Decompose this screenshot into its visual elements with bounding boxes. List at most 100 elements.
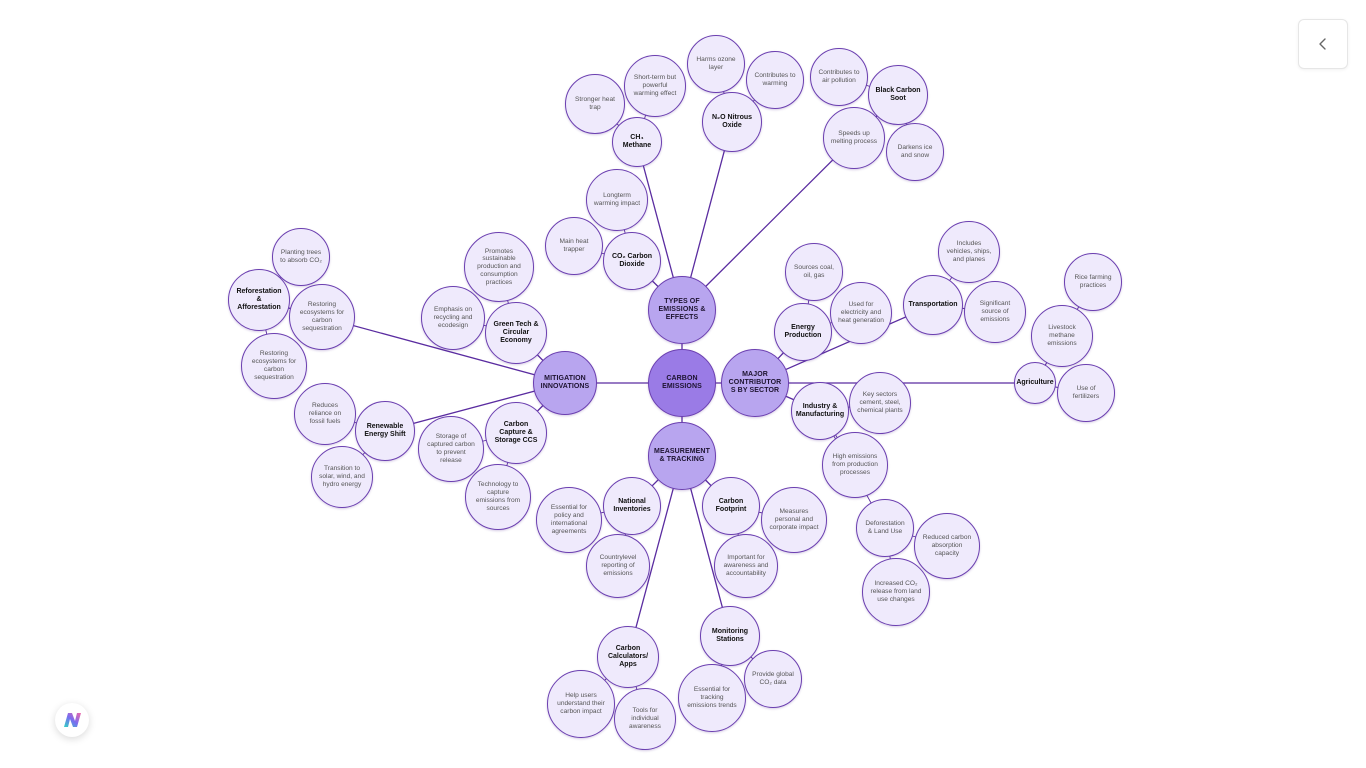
topic-node[interactable]: Transportation [903,275,963,335]
leaf-node[interactable]: Tools for individual awareness [614,688,676,750]
topic-node[interactable]: CO₂ Carbon Dioxide [603,232,661,290]
leaf-node[interactable]: Includes vehicles, ships, and planes [938,221,1000,283]
node-label: Transportation [908,300,958,308]
node-label: Contributes to warming [754,72,796,87]
leaf-node[interactable]: Countrylevel reporting of emissions [586,534,650,598]
leaf-node[interactable]: Harms ozone layer [687,35,745,93]
node-label: Reforestation & Afforestation [236,287,282,312]
leaf-node[interactable]: Longterm warming impact [586,169,648,231]
leaf-node[interactable]: Reduced carbon absorption capacity [914,513,980,579]
topic-node[interactable]: Energy Production [774,303,832,361]
leaf-node[interactable]: Key sectors cement, steel, chemical plan… [849,372,911,434]
node-label: High emissions from production processes [832,453,878,476]
leaf-node[interactable]: Stronger heat trap [565,74,625,134]
node-label: Used for electricity and heat generation [838,301,884,324]
leaf-node[interactable]: Contributes to warming [746,51,804,109]
node-label: Important for awareness and accountabili… [723,554,769,577]
leaf-node[interactable]: Help users understand their carbon impac… [547,670,615,738]
node-label: Significant source of emissions [979,300,1011,323]
node-label: Green Tech & Circular Economy [493,320,539,345]
node-label: National Inventories [613,497,651,513]
app-logo-button[interactable] [55,703,89,737]
leaf-node[interactable]: Essential for tracking emissions trends [678,664,746,732]
leaf-node[interactable]: Significant source of emissions [964,281,1026,343]
node-label: CARBON EMISSIONS [662,374,702,390]
node-label: Contributes to air pollution [818,69,860,84]
node-label: Storage of captured carbon to prevent re… [427,433,475,464]
leaf-node[interactable]: Deforestation & Land Use [856,499,914,557]
node-label: Reduces reliance on fossil fuels [308,402,342,425]
node-label: Harms ozone layer [696,56,736,71]
node-label: CH₄ Methane [622,133,652,149]
topic-node[interactable]: Carbon Capture & Storage CCS [485,402,547,464]
leaf-node[interactable]: Important for awareness and accountabili… [714,534,778,598]
node-label: Countrylevel reporting of emissions [599,554,637,577]
node-label: Use of fertilizers [1072,385,1100,400]
node-label: CO₂ Carbon Dioxide [611,252,653,268]
leaf-node[interactable]: Essential for policy and international a… [536,487,602,553]
app-logo-icon [64,713,81,727]
leaf-node[interactable]: Livestock methane emissions [1031,305,1093,367]
leaf-node[interactable]: Measures personal and corporate impact [761,487,827,553]
node-label: Carbon Calculators/ Apps [607,644,649,669]
node-label: Industry & Manufacturing [795,402,845,418]
node-label: Monitoring Stations [711,627,749,643]
leaf-node[interactable]: Used for electricity and heat generation [830,282,892,344]
topic-node[interactable]: Reforestation & Afforestation [228,269,290,331]
leaf-node[interactable]: Contributes to air pollution [810,48,868,106]
leaf-node[interactable]: Use of fertilizers [1057,364,1115,422]
leaf-node[interactable]: Restoring ecosystems for carbon sequestr… [289,284,355,350]
topic-node[interactable]: N₂O Nitrous Oxide [702,92,762,152]
topic-node[interactable]: Green Tech & Circular Economy [485,302,547,364]
leaf-node[interactable]: Technology to capture emissions from sou… [465,464,531,530]
node-label: Energy Production [784,323,822,339]
node-label: Deforestation & Land Use [865,520,905,535]
node-label: Provide global CO₂ data [752,671,794,686]
leaf-node[interactable]: Sources coal, oil, gas [785,243,843,301]
node-label: MITIGATION INNOVATIONS [540,374,590,390]
leaf-node[interactable]: Promotes sustainable production and cons… [464,232,534,302]
branch-node[interactable]: MEASUREMENT & TRACKING [648,422,716,490]
root-node[interactable]: CARBON EMISSIONS [648,349,716,417]
node-label: Essential for policy and international a… [550,504,588,535]
node-label: Reduced carbon absorption capacity [922,534,972,557]
topic-node[interactable]: Carbon Calculators/ Apps [597,626,659,688]
topic-node[interactable]: Monitoring Stations [700,606,760,666]
topic-node[interactable]: National Inventories [603,477,661,535]
node-label: MAJOR CONTRIBUTOR S BY SECTOR [728,370,782,395]
topic-node[interactable]: CH₄ Methane [612,117,662,167]
leaf-node[interactable]: Provide global CO₂ data [744,650,802,708]
topic-node[interactable]: Industry & Manufacturing [791,382,849,440]
leaf-node[interactable]: Main heat trapper [545,217,603,275]
collapse-panel-button[interactable] [1298,19,1348,69]
leaf-node[interactable]: Planting trees to absorb CO₂ [272,228,330,286]
leaf-node[interactable]: High emissions from production processes [822,432,888,498]
leaf-node[interactable]: Short-term but powerful warming effect [624,55,686,117]
leaf-node[interactable]: Increased CO₂ release from land use chan… [862,558,930,626]
node-label: Help users understand their carbon impac… [557,692,605,715]
node-label: Speeds up melting process [830,130,878,145]
topic-node[interactable]: Black Carbon Soot [868,65,928,125]
leaf-node[interactable]: Emphasis on recycling and ecodesign [421,286,485,350]
node-label: Increased CO₂ release from land use chan… [870,580,922,603]
node-label: Carbon Footprint [715,497,747,513]
leaf-node[interactable]: Reduces reliance on fossil fuels [294,383,356,445]
node-label: Rice farming practices [1074,274,1112,289]
node-label: Livestock methane emissions [1047,324,1077,347]
topic-node[interactable]: Agriculture [1014,362,1056,404]
leaf-node[interactable]: Restoring ecosystems for carbon sequestr… [241,333,307,399]
leaf-node[interactable]: Darkens ice and snow [886,123,944,181]
leaf-node[interactable]: Transition to solar, wind, and hydro ene… [311,446,373,508]
topic-node[interactable]: Carbon Footprint [702,477,760,535]
leaf-node[interactable]: Storage of captured carbon to prevent re… [418,416,484,482]
node-label: TYPES OF EMISSIONS & EFFECTS [658,297,706,322]
leaf-node[interactable]: Rice farming practices [1064,253,1122,311]
branch-node[interactable]: MAJOR CONTRIBUTOR S BY SECTOR [721,349,789,417]
branch-node[interactable]: MITIGATION INNOVATIONS [533,351,597,415]
branch-node[interactable]: TYPES OF EMISSIONS & EFFECTS [648,276,716,344]
node-label: Black Carbon Soot [875,86,921,102]
node-label: Includes vehicles, ships, and planes [946,240,992,263]
topic-node[interactable]: Renewable Energy Shift [355,401,415,461]
leaf-node[interactable]: Speeds up melting process [823,107,885,169]
